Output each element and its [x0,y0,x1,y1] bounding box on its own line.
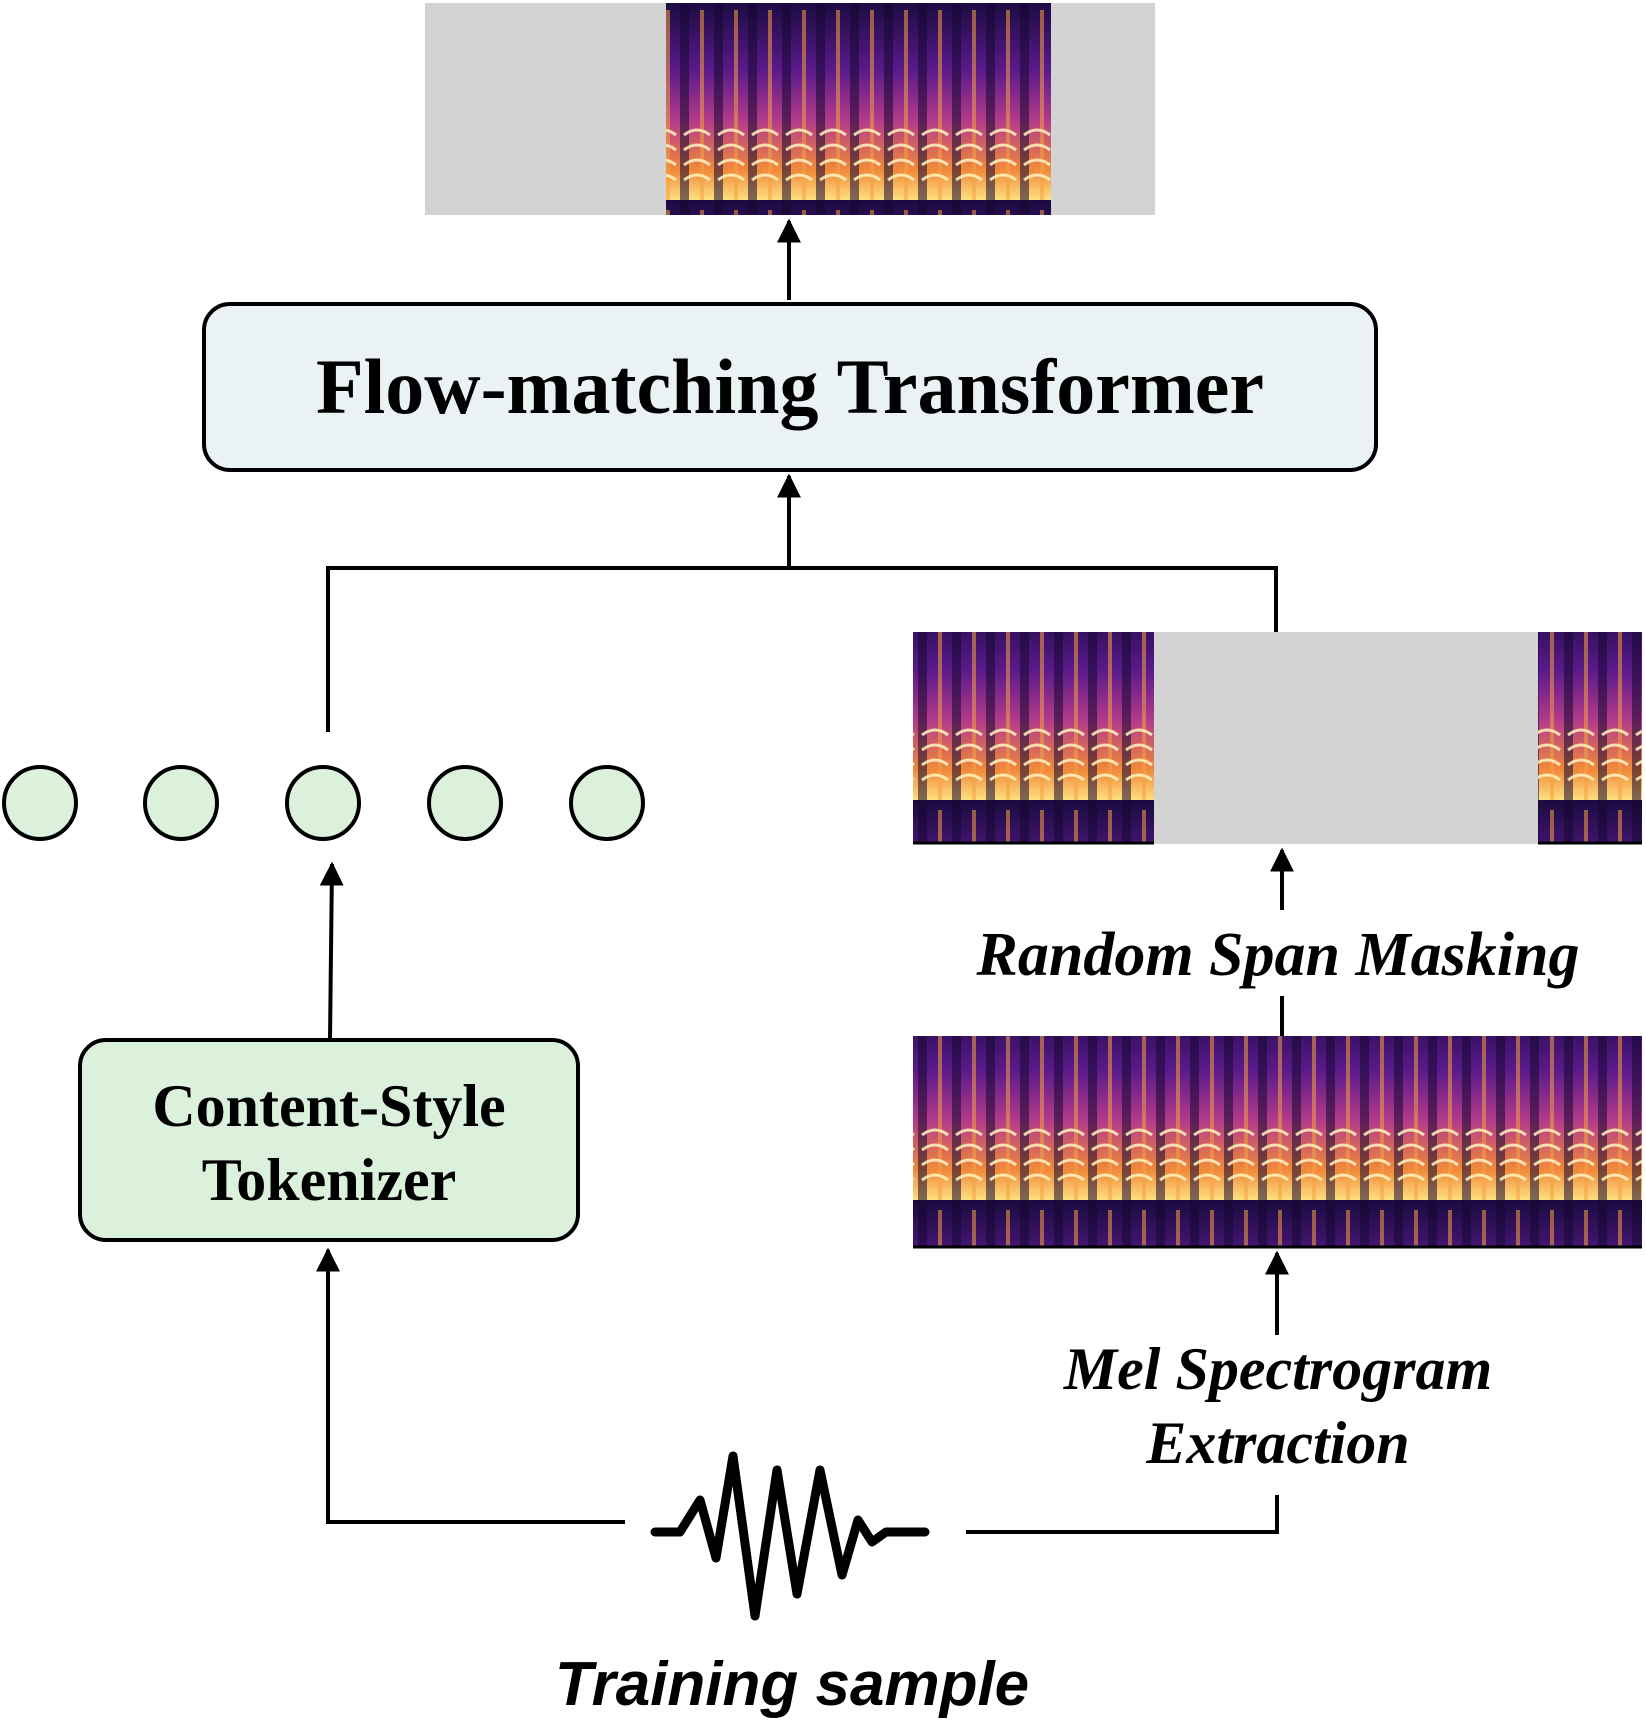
masked-spectrogram-left [913,632,1154,844]
token [569,765,645,841]
mel-extraction-label-line1: Mel Spectrogram [1063,1336,1492,1402]
tokenizer-label-line2: Tokenizer [202,1147,456,1213]
token [427,765,503,841]
output-right-pad [1051,3,1155,215]
transformer-box [202,302,1378,472]
transformer-label: Flow-matching Transformer [316,343,1264,430]
waveform-icon [650,1451,930,1621]
output-spectrogram [425,3,1155,215]
sample-to-mel-connector [966,1495,1279,1534]
tokenizer-label-line1: Content-Style [152,1073,505,1139]
mel-extraction-label-line2: Extraction [1145,1410,1409,1476]
sample-to-tokenizer-connector [316,1247,625,1524]
content-style-tokenizer-block: Content-Style Tokenizer [78,1038,580,1242]
masked-spectrogram-right [1538,632,1642,844]
token [143,765,219,841]
arrow-to-tokens [319,861,344,1041]
training-sample-label: Training sample [555,1650,1029,1719]
masked-spectrogram [913,632,1642,845]
output-left-pad [425,3,670,215]
flow-matching-transformer-block: Flow-matching Transformer [202,302,1378,472]
full-mel-spectrogram [913,1036,1642,1249]
token [2,765,78,841]
token-row [2,765,645,841]
merge-connector [326,566,1278,732]
masked-span [1154,632,1538,844]
tokenizer-box [78,1038,580,1242]
random-span-masking-label: Random Span Masking [976,921,1580,989]
output-spectrogram-image [666,3,1051,215]
full-mel-spectrogram-image [913,1036,1642,1248]
token [285,765,361,841]
